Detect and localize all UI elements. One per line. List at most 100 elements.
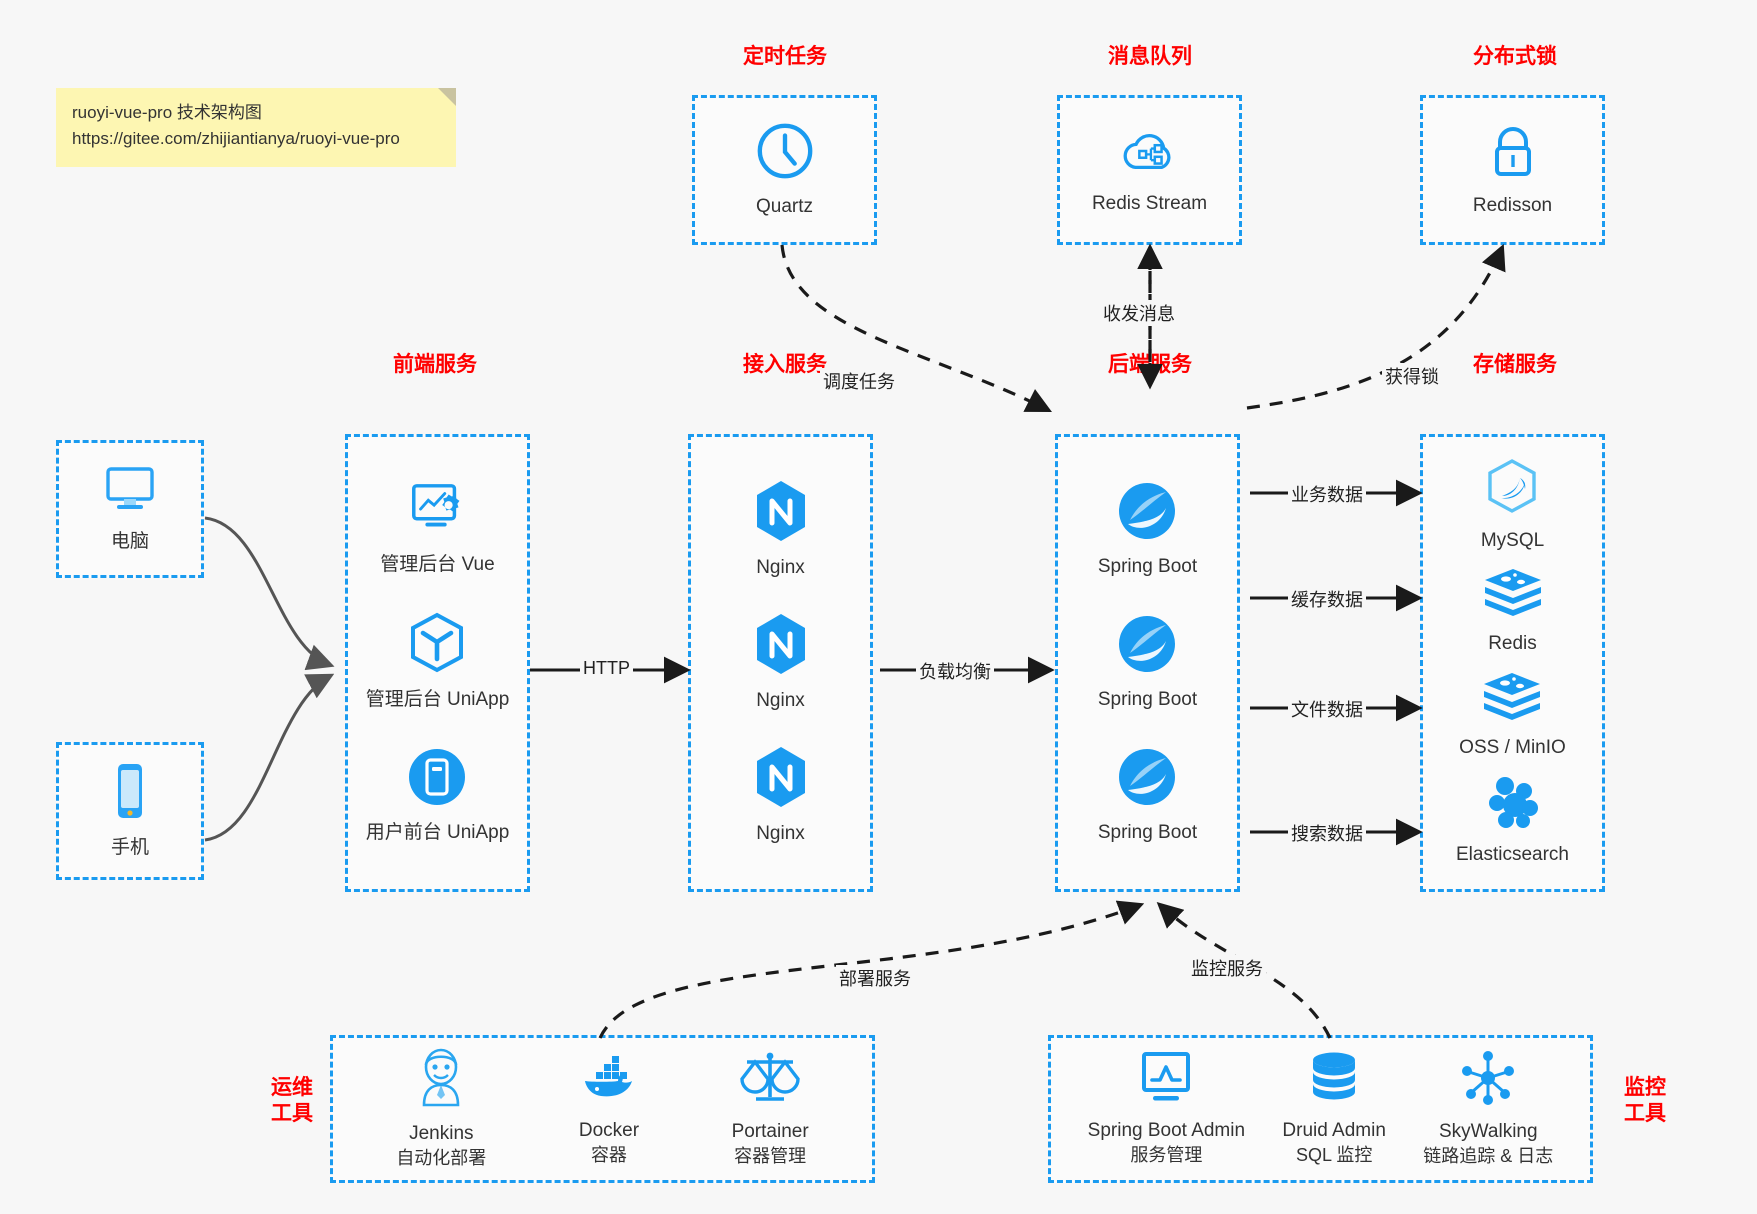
group-title-mq: 消息队列 (1108, 45, 1192, 68)
node-label: 电脑 (110, 531, 149, 553)
node-jenkins[interactable]: Jenkins 自动化部署 (396, 1047, 486, 1170)
group-title-monitor: 监控 工具 (1608, 1075, 1682, 1128)
edge-label-file-data: 文件数据 (1288, 696, 1366, 722)
redis-stack-icon (1482, 567, 1544, 624)
node-label: Redis (1488, 633, 1537, 655)
jenkins-butler-icon (412, 1047, 470, 1114)
nginx-icon (753, 745, 809, 814)
spring-leaf-icon (1116, 480, 1178, 547)
group-box-client-pc: 电脑 (56, 440, 204, 578)
node-mobile[interactable]: 手机 (108, 761, 152, 861)
group-title-monitor-line2: 工具 (1624, 1102, 1666, 1126)
node-label: Spring Boot Admin (1087, 1120, 1246, 1142)
note-line-2: https://gitee.com/zhijiantianya/ruoyi-vu… (72, 129, 400, 149)
dashboard-gear-icon (406, 480, 468, 545)
node-quartz[interactable]: Quartz (754, 120, 816, 220)
node-label: Druid Admin (1282, 1120, 1386, 1142)
group-title-backend: 后端服务 (1108, 353, 1192, 376)
group-box-backend: Spring Boot Spring Boot Spring Boot (1055, 434, 1240, 892)
mobile-circle-icon (406, 746, 468, 813)
group-title-devops-line2: 工具 (271, 1102, 313, 1126)
edge-label-cache-data: 缓存数据 (1288, 586, 1366, 612)
nginx-icon (753, 479, 809, 548)
node-label: Nginx (756, 556, 805, 578)
group-title-lock: 分布式锁 (1473, 45, 1557, 68)
node-spring-boot-2[interactable]: Spring Boot (1098, 613, 1197, 713)
spring-leaf-icon (1116, 613, 1178, 680)
clock-icon (754, 120, 816, 187)
group-box-mq: Redis Stream (1057, 95, 1242, 245)
group-title-monitor-line1: 监控 (1624, 1076, 1666, 1099)
group-box-scheduler: Quartz (692, 95, 877, 245)
edge-label-business-data: 业务数据 (1288, 481, 1366, 507)
node-sublabel: 自动化部署 (396, 1148, 487, 1169)
cube-icon (407, 611, 467, 680)
node-nginx-2[interactable]: Nginx (753, 612, 809, 714)
node-portainer[interactable]: Portainer 容器管理 (732, 1049, 809, 1168)
node-redis-stream[interactable]: Redis Stream (1092, 123, 1207, 217)
group-box-gateway: Nginx Nginx Nginx (688, 434, 873, 892)
node-label: Nginx (756, 823, 805, 845)
node-label: 管理后台 UniApp (365, 689, 510, 711)
node-sublabel: 容器管理 (734, 1146, 807, 1167)
edge-label-deploy-service: 部署服务 (836, 965, 914, 991)
node-label: Spring Boot (1097, 555, 1198, 577)
group-box-lock: Redisson (1420, 95, 1605, 245)
node-label: 管理后台 Vue (380, 553, 495, 575)
node-admin-vue[interactable]: 管理后台 Vue (380, 480, 495, 578)
node-sublabel: 容器 (590, 1145, 627, 1166)
cloud-nodes-icon (1118, 123, 1180, 184)
note-fold-icon (438, 88, 456, 106)
smartphone-icon (108, 761, 152, 828)
node-sublabel: 服务管理 (1130, 1145, 1203, 1166)
lock-icon (1485, 121, 1541, 186)
node-redisson[interactable]: Redisson (1473, 121, 1552, 219)
node-label: Redis Stream (1091, 193, 1208, 215)
group-title-devops: 运维 工具 (255, 1075, 329, 1128)
info-note: ruoyi-vue-pro 技术架构图 https://gitee.com/zh… (56, 88, 456, 167)
edge-label-get-lock: 获得锁 (1382, 363, 1442, 389)
node-label: Jenkins (409, 1123, 474, 1145)
group-title-devops-line1: 运维 (271, 1076, 313, 1099)
group-box-devops: Jenkins 自动化部署 Docker 容器 (330, 1035, 875, 1183)
node-spring-boot-1[interactable]: Spring Boot (1098, 480, 1197, 580)
node-docker[interactable]: Docker 容器 (577, 1050, 641, 1167)
node-oss-minio[interactable]: OSS / MinIO (1459, 671, 1566, 761)
node-sublabel: 链路追踪 & 日志 (1423, 1146, 1554, 1167)
node-spring-boot-3[interactable]: Spring Boot (1098, 746, 1197, 846)
redis-stack-icon (1481, 671, 1543, 728)
scales-icon (739, 1049, 801, 1112)
node-user-uniapp[interactable]: 用户前台 UniApp (365, 746, 510, 846)
node-skywalking[interactable]: SkyWalking 链路追踪 & 日志 (1423, 1049, 1553, 1168)
node-label: OSS / MinIO (1459, 736, 1566, 758)
node-label: Elasticsearch (1456, 844, 1569, 866)
mysql-dolphin-icon (1484, 458, 1540, 521)
node-label: Spring Boot (1097, 822, 1198, 844)
node-label: 手机 (110, 837, 149, 859)
node-druid-admin[interactable]: Druid Admin SQL 监控 (1282, 1050, 1386, 1167)
edge-label-load-balance: 负载均衡 (916, 658, 994, 684)
spring-leaf-icon (1116, 746, 1178, 813)
edge-label-schedule-task: 调度任务 (820, 368, 898, 394)
node-nginx-1[interactable]: Nginx (753, 479, 809, 581)
group-box-monitor: Spring Boot Admin 服务管理 Druid Admin SQL 监… (1048, 1035, 1593, 1183)
node-label: Nginx (756, 690, 805, 712)
node-admin-uniapp[interactable]: 管理后台 UniApp (365, 611, 510, 713)
group-title-frontend: 前端服务 (393, 353, 477, 376)
node-nginx-3[interactable]: Nginx (753, 745, 809, 847)
edge-label-search-data: 搜索数据 (1288, 820, 1366, 846)
node-label: Spring Boot (1097, 689, 1198, 711)
node-label: Redisson (1472, 195, 1553, 217)
monitor-chart-icon (1137, 1050, 1195, 1111)
node-elasticsearch[interactable]: Elasticsearch (1456, 774, 1569, 868)
node-label: 用户前台 UniApp (365, 822, 510, 844)
node-sublabel: SQL 监控 (1295, 1145, 1373, 1166)
group-title-scheduler: 定时任务 (743, 45, 827, 68)
group-box-frontend: 管理后台 Vue 管理后台 UniApp 用户前台 UniApp (345, 434, 530, 892)
elasticsearch-icon (1484, 774, 1542, 835)
node-label: SkyWalking (1439, 1121, 1538, 1143)
node-redis[interactable]: Redis (1482, 567, 1544, 657)
node-mysql[interactable]: MySQL (1481, 458, 1544, 554)
node-pc[interactable]: 电脑 (100, 463, 160, 555)
node-spring-boot-admin[interactable]: Spring Boot Admin 服务管理 (1088, 1050, 1245, 1167)
